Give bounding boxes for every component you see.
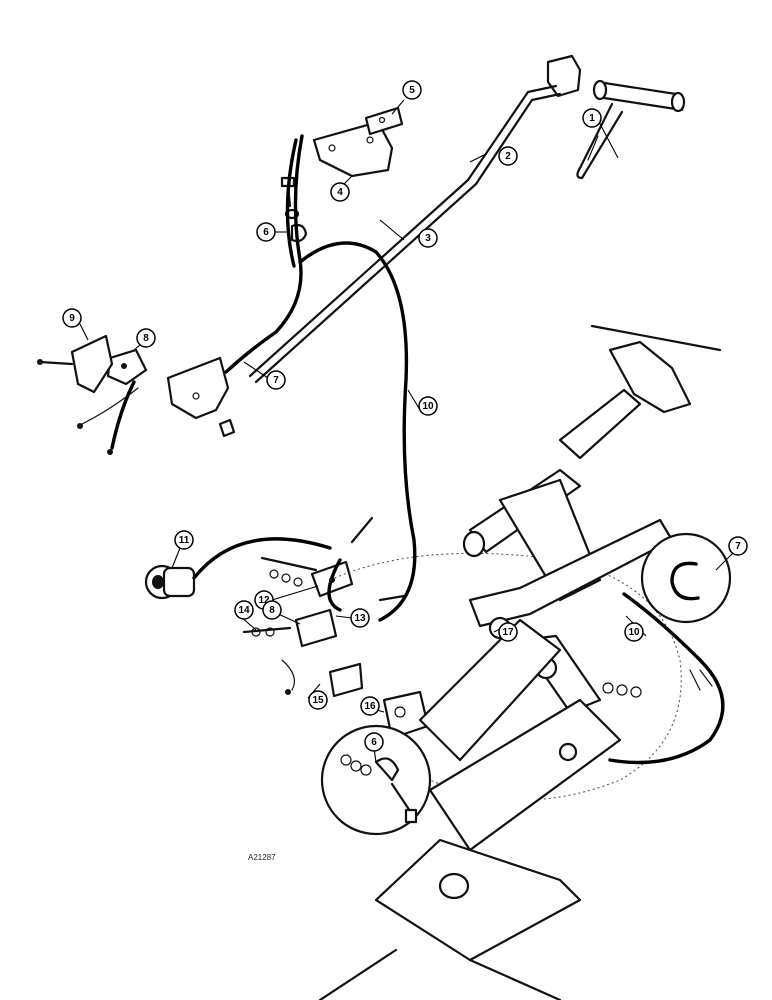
callout-circle — [498, 622, 518, 642]
callout-label: 9 — [69, 313, 75, 324]
callout-2: 3 — [418, 228, 438, 248]
callout-9: 10 — [418, 396, 438, 416]
callout-7: 8 — [136, 328, 156, 348]
callout-label: 10 — [422, 401, 434, 412]
clamp-plate-part — [364, 106, 404, 136]
rod-part — [248, 178, 478, 384]
callout-15: 15 — [308, 690, 328, 710]
callout-17: 17 — [498, 622, 518, 642]
cover-plate-part — [37, 334, 114, 394]
callout-circle — [364, 732, 384, 752]
callout-14: 8 — [262, 600, 282, 620]
callout-label: 8 — [143, 333, 149, 344]
callout-label: 11 — [179, 535, 190, 546]
callout-circle — [418, 396, 438, 416]
callout-label: 12 — [258, 595, 270, 606]
callout-circle — [582, 108, 602, 128]
callout-label: 5 — [409, 85, 415, 96]
callout-label: 2 — [505, 151, 511, 162]
callout-label: 1 — [589, 113, 595, 124]
callout-circle — [402, 80, 422, 100]
callout-19: 10 — [624, 622, 644, 642]
callout-label: 6 — [263, 227, 269, 238]
control-lever-part — [466, 54, 582, 186]
callout-label: 6 — [371, 737, 377, 748]
callout-3: 4 — [330, 182, 350, 202]
callout-circle — [266, 370, 286, 390]
callout-label: 8 — [269, 605, 275, 616]
callout-4: 5 — [402, 80, 422, 100]
callout-20: 6 — [364, 732, 384, 752]
callout-circle — [256, 222, 276, 242]
figure-code: A21287 — [248, 853, 276, 862]
callout-circle — [62, 308, 82, 328]
cotter-pin-part — [576, 102, 624, 180]
detail-circle-clip — [320, 724, 432, 836]
backhoe-frame — [318, 324, 725, 1000]
callout-18: 7 — [728, 536, 748, 556]
callout-circle — [174, 530, 194, 550]
lower-connector-parts — [242, 516, 430, 740]
callout-16: 16 — [360, 696, 380, 716]
callout-0: 1 — [582, 108, 602, 128]
callout-circle — [624, 622, 644, 642]
callout-12: 13 — [350, 608, 370, 628]
callout-10: 11 — [174, 530, 194, 550]
pin-part — [592, 79, 686, 113]
wire-harness-part — [224, 134, 417, 622]
callout-circle — [330, 182, 350, 202]
callout-circle — [728, 536, 748, 556]
callout-1: 2 — [498, 146, 518, 166]
callout-8: 9 — [62, 308, 82, 328]
callout-label: 15 — [312, 695, 324, 706]
callout-label: 4 — [337, 187, 343, 198]
callout-label: 13 — [354, 613, 366, 624]
callout-label: 17 — [502, 627, 514, 638]
callout-circle — [418, 228, 438, 248]
leader-lines — [79, 99, 735, 763]
warning-light-part — [144, 537, 332, 600]
callout-label: 16 — [364, 701, 376, 712]
callout-circle — [262, 600, 282, 620]
callout-circle — [498, 146, 518, 166]
detail-circle-snap-ring — [640, 532, 732, 624]
callout-6: 7 — [266, 370, 286, 390]
callout-circle — [308, 690, 328, 710]
callout-label: 10 — [628, 627, 640, 638]
callout-circle — [360, 696, 380, 716]
callout-5: 6 — [256, 222, 276, 242]
callout-circle — [136, 328, 156, 348]
callout-label: 7 — [273, 375, 279, 386]
callout-circle — [350, 608, 370, 628]
callout-label: 7 — [735, 541, 741, 552]
callout-circle — [234, 600, 254, 620]
callout-label: 14 — [238, 605, 250, 616]
callout-label: 3 — [425, 233, 431, 244]
switch-bracket-part — [166, 356, 230, 420]
switch-lead-wires — [77, 380, 236, 455]
callout-13: 14 — [234, 600, 254, 620]
switch-part — [106, 348, 148, 386]
